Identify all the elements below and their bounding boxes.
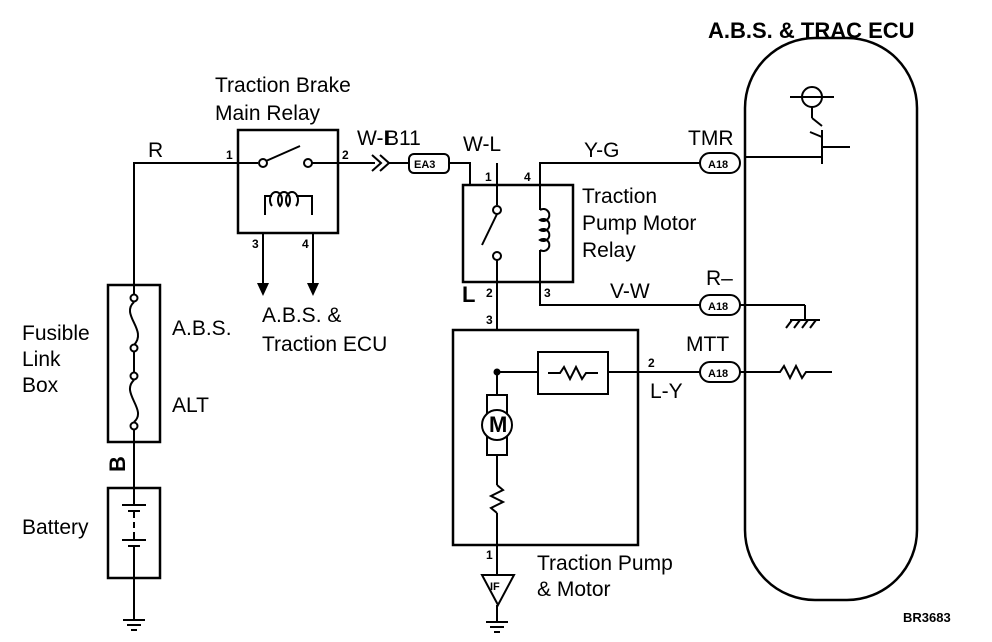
- main-relay-dest-1: A.B.S. &: [262, 304, 341, 327]
- pump-relay-mark: L: [462, 282, 475, 307]
- ground-if-label: IF: [490, 581, 500, 593]
- pump-relay-pin3: 3: [544, 286, 551, 300]
- main-relay-pin1: 1: [226, 148, 233, 162]
- connector-mtt-box: [699, 361, 741, 383]
- pump-relay-pin2: 2: [486, 286, 493, 300]
- connector-mtt-code: A18: [708, 368, 728, 380]
- wire-b-label: B: [105, 456, 130, 472]
- main-relay-dest-2: Traction ECU: [262, 333, 387, 356]
- main-relay-pin3: 3: [252, 237, 259, 251]
- main-relay-box: [236, 128, 340, 235]
- fusible-link-label-2: Link: [22, 348, 61, 371]
- pump-relay-box: [461, 183, 575, 284]
- main-relay-pin2: 2: [342, 148, 349, 162]
- main-relay-switch-icon: [238, 145, 338, 168]
- fusible-link-label-1: Fusible: [22, 322, 90, 345]
- pump-relay-pin4: 4: [524, 170, 531, 184]
- main-relay-label-2: Main Relay: [215, 102, 321, 125]
- fusible-link-label-3: Box: [22, 374, 59, 397]
- main-relay-label-1: Traction Brake: [215, 74, 351, 97]
- pump-motor-pin2: 2: [648, 356, 655, 370]
- fuse-alt-icon: [128, 352, 140, 442]
- pump-motor-pin1: 1: [486, 548, 493, 562]
- wire-yg: [539, 162, 700, 185]
- ecu-ground-icon: [740, 304, 820, 329]
- pump-motor-label-2: & Motor: [537, 578, 611, 601]
- connector-tmr-box: [699, 152, 741, 174]
- connector-b11-label: B11: [385, 127, 421, 150]
- pump-relay-label-1: Traction: [582, 185, 657, 208]
- battery-icon: [122, 488, 146, 578]
- fuse-alt-label: ALT: [172, 394, 209, 417]
- wire-wl1-label: W-L: [357, 127, 395, 150]
- pump-motor-pin3: 3: [486, 313, 493, 327]
- ecu-box: [743, 36, 919, 602]
- wire-r-label: R: [148, 139, 163, 162]
- wire-r: [133, 162, 238, 285]
- ground-if-icon: [480, 574, 516, 633]
- connector-rminus-label: R–: [706, 267, 733, 290]
- wire-wl2: [449, 162, 471, 185]
- motor-icon: [481, 409, 513, 441]
- ecu-resistor-icon: [740, 363, 832, 381]
- pump-relay-pin1: 1: [485, 170, 492, 184]
- connector-mtt-label: MTT: [686, 333, 729, 356]
- drawing-code: BR3683: [903, 610, 951, 625]
- fuse-abs-icon: [128, 285, 140, 353]
- battery-label: Battery: [22, 516, 89, 539]
- wire-ly-label: L-Y: [650, 380, 683, 403]
- pump-motor-box: [451, 328, 640, 547]
- fuse-abs-label: A.B.S.: [172, 317, 232, 340]
- ecu-title: A.B.S. & TRAC ECU: [708, 18, 915, 43]
- motor-symbol: M: [489, 412, 507, 437]
- main-relay-coil-icon: [264, 191, 313, 215]
- main-relay-pin4: 4: [302, 237, 309, 251]
- battery-ground-icon: [123, 578, 145, 631]
- pump-relay-label-3: Relay: [582, 239, 636, 262]
- transistor-icon: [745, 86, 850, 164]
- wire-vw-label: V-W: [610, 280, 650, 303]
- connector-ea3-label: EA3: [414, 159, 435, 171]
- pump-relay-label-2: Pump Motor: [582, 212, 696, 235]
- pump-relay-switch-icon: [481, 163, 502, 330]
- connector-rminus-box: [699, 294, 741, 316]
- wire-yg-label: Y-G: [584, 139, 619, 162]
- wire-wl2-label: W-L: [463, 133, 501, 156]
- connector-tmr-code: A18: [708, 159, 728, 171]
- pump-resistor-icon: [548, 364, 598, 382]
- main-relay-down-arrows: [257, 233, 319, 296]
- connector-tmr-label: TMR: [688, 127, 734, 150]
- pump-shunt-resistor-icon: [488, 484, 506, 514]
- connector-rminus-code: A18: [708, 301, 728, 313]
- pump-motor-label-1: Traction Pump: [537, 552, 673, 575]
